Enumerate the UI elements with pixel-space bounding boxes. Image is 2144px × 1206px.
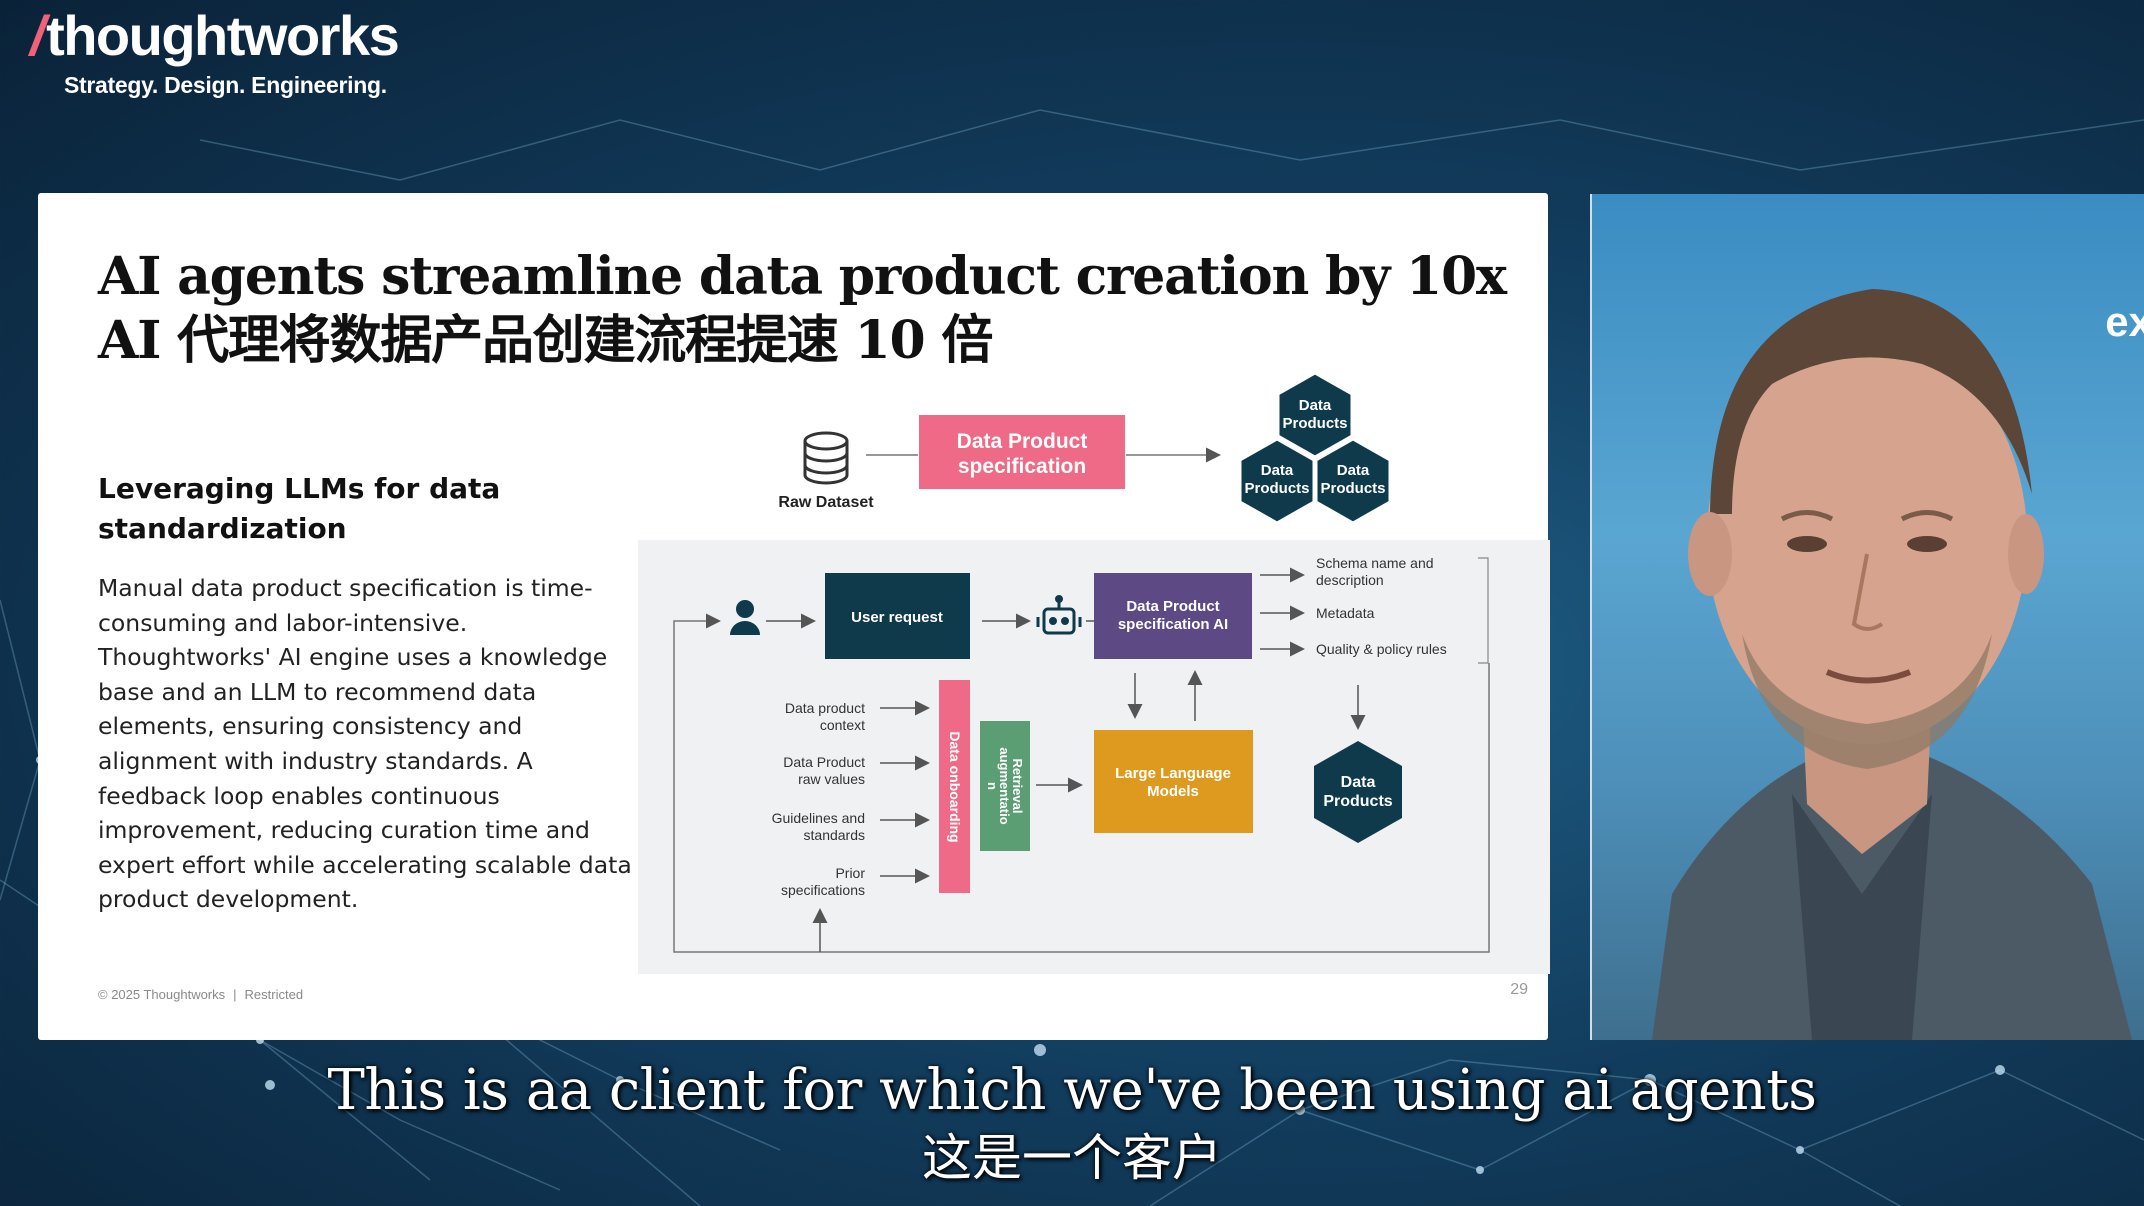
hex-output-label-2: Products (1323, 793, 1392, 810)
input-prior-line-1: Prior (835, 865, 865, 881)
input-raw-line-1: Data Product (783, 754, 865, 770)
input-raw-line-2: raw values (798, 771, 865, 787)
database-icon (803, 431, 849, 485)
spec-box (919, 415, 1125, 489)
section-heading: Leveraging LLMs for data standardization (98, 472, 501, 545)
spec-ai-label-2: specification AI (1118, 616, 1228, 633)
spec-box-label-2: specification (958, 455, 1086, 478)
data-onboarding-label: Data onboarding (947, 731, 963, 842)
hex-top-label-2: Products (1282, 415, 1347, 432)
llm-box (1094, 730, 1253, 833)
speaker-portrait (1652, 289, 2132, 1040)
spec-ai-label-1: Data Product (1126, 598, 1219, 615)
hex-top (1276, 371, 1354, 459)
slide-title-english: AI agents streamline data product creati… (98, 246, 1507, 307)
spec-ai-box (1094, 573, 1252, 659)
slide-title-chinese: AI 代理将数据产品创建流程提速 10 倍 (98, 310, 993, 371)
subtitle-chinese: 这是一个客户 (922, 1129, 1222, 1187)
user-request-box (825, 573, 970, 659)
llm-label-1: Large Language (1115, 765, 1231, 782)
hex-left (1238, 437, 1316, 525)
robot-icon (1036, 595, 1082, 635)
hex-right-label-1: Data (1337, 462, 1370, 479)
retrieval-label-3: n (985, 782, 1000, 790)
footer-copyright: © 2025 Thoughtworks (98, 987, 226, 1002)
brand-tagline: Strategy. Design. Engineering. (64, 72, 387, 98)
brand-logo: /thoughtworks (30, 4, 400, 67)
slide-page-number: 29 (1510, 981, 1528, 998)
retrieval-bar (980, 721, 1030, 851)
output-quality: Quality & policy rules (1316, 641, 1447, 657)
output-metadata: Metadata (1316, 605, 1375, 621)
footer-classification: Restricted (244, 987, 304, 1002)
input-context-line-2: context (820, 717, 865, 733)
hex-top-label-1: Data (1299, 397, 1332, 414)
subtitles: This is aa client for which we've been u… (0, 1058, 2144, 1188)
section-body: Manual data product specification is tim… (98, 574, 632, 914)
retrieval-label-2: augmentatio (997, 747, 1012, 824)
hex-output (1314, 741, 1402, 843)
hex-left-label-2: Products (1244, 480, 1309, 497)
input-prior-line-2: specifications (781, 882, 865, 898)
user-icon (730, 600, 760, 635)
brand-header: /thoughtworks Strategy. Design. Engineer… (30, 4, 400, 99)
hex-right (1314, 437, 1392, 525)
hex-left-label-1: Data (1261, 462, 1294, 479)
hex-output-label-1: Data (1341, 774, 1376, 791)
input-guide-line-1: Guidelines and (772, 810, 865, 826)
output-schema-line-1: Schema name and (1316, 555, 1434, 571)
retrieval-label-1: Retrieval (1010, 759, 1025, 814)
user-request-label: User request (851, 609, 943, 626)
brand-logo-text: thoughtworks (46, 4, 400, 67)
presentation-slide: AI agents streamline data product creati… (38, 193, 1550, 1040)
hex-right-label-2: Products (1320, 480, 1385, 497)
data-onboarding-bar (939, 680, 970, 893)
subtitle-english: This is aa client for which we've been u… (327, 1058, 1818, 1123)
llm-label-2: Models (1147, 783, 1199, 800)
spec-box-label-1: Data Product (957, 430, 1088, 453)
input-guide-line-2: standards (804, 827, 865, 843)
slide-title: AI agents streamline data product creati… (98, 245, 1507, 373)
workflow-diagram: Raw Dataset Data Product specification D… (673, 371, 1490, 953)
raw-dataset-label: Raw Dataset (778, 494, 874, 511)
input-context-line-1: Data product (785, 700, 865, 716)
data-products-hex-cluster: Data Products Data Products Data Product… (1238, 371, 1392, 525)
slide-footer: © 2025 Thoughtworks|Restricted (98, 987, 304, 1002)
output-schema-line-2: description (1316, 572, 1384, 588)
video-partial-text: ex (2105, 298, 2144, 345)
speaker-video: ex (1590, 194, 2144, 1040)
